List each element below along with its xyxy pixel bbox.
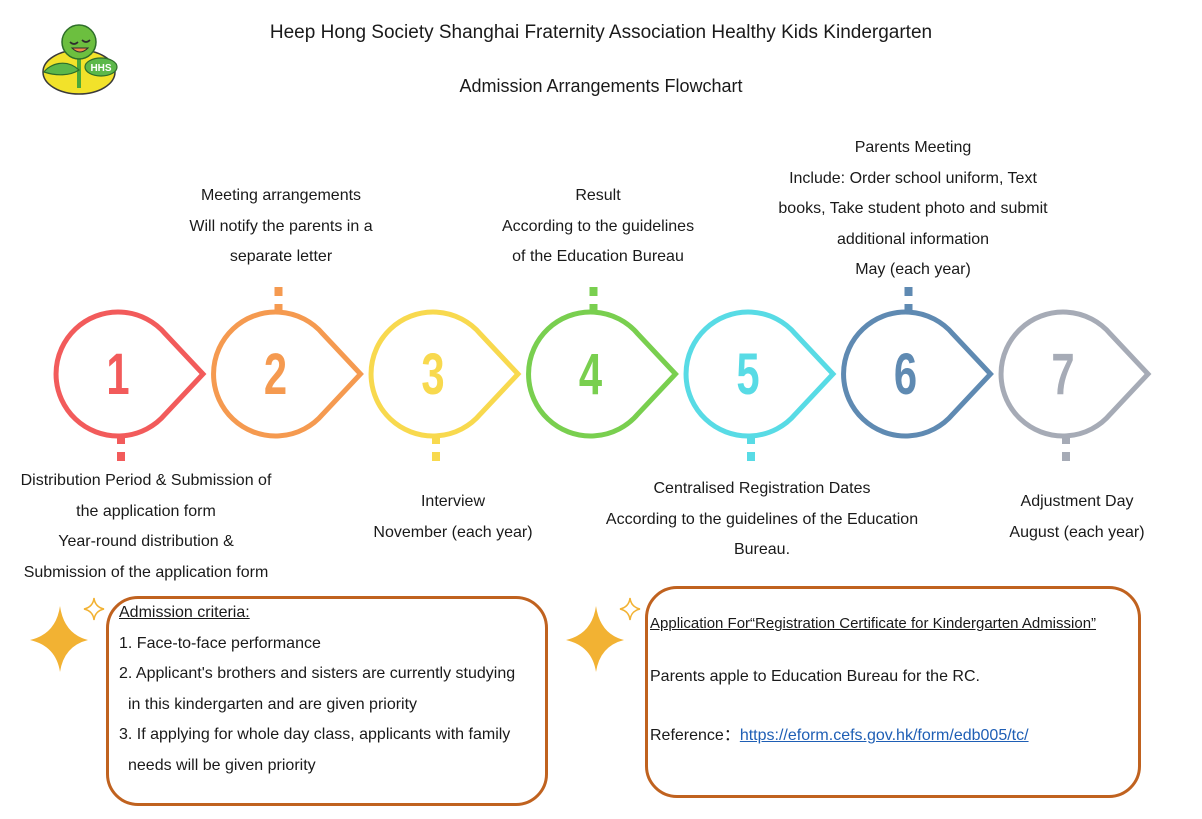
- step-description-line: books, Take student photo and submit: [778, 200, 1048, 217]
- step-description-line: Bureau.: [733, 541, 791, 558]
- step-1-marker: 1: [53, 309, 207, 461]
- step-connector-dash: [589, 287, 598, 296]
- step-teardrop: [841, 309, 994, 439]
- step-connector-dash: [117, 452, 125, 461]
- reference-label: Reference：: [650, 727, 740, 744]
- admission-criteria: Admission criteria: 1. Face-to-face perf…: [119, 598, 515, 781]
- step-number: 4: [579, 341, 602, 406]
- step-6-marker: 6: [841, 287, 994, 439]
- application-reference: Reference：https://eform.cefs.gov.hk/form…: [650, 721, 1029, 745]
- admission-criteria-box: [106, 596, 548, 806]
- hhs-logo: HHS: [42, 24, 118, 95]
- step-connector-dash: [1062, 437, 1070, 444]
- step-description-line: Interview: [420, 493, 486, 510]
- criteria-line: 3. If applying for whole day class, appl…: [119, 726, 511, 743]
- step-teardrop: [526, 309, 679, 439]
- step-3-marker: 3: [368, 309, 522, 461]
- application-box: [645, 586, 1141, 798]
- criteria-line: needs will be given priority: [128, 756, 316, 774]
- application-title: Application For“Registration Certificate…: [650, 615, 1097, 632]
- step-description-line: Year-round distribution &: [58, 533, 234, 550]
- step-teardrop: [53, 309, 207, 439]
- step-connector-dash: [274, 304, 283, 311]
- step-description-line: Include: Order school uniform, Text: [789, 169, 1037, 187]
- step-teardrop: [368, 309, 522, 439]
- step-number: 6: [894, 341, 917, 406]
- step-connector-dash: [117, 437, 125, 444]
- step-description-line: the application form: [76, 502, 216, 520]
- step-number: 5: [736, 341, 759, 406]
- step-number: 3: [421, 341, 444, 406]
- step-description-line: August (each year): [1009, 523, 1145, 541]
- step-description-line: of the Education Bureau: [512, 248, 684, 265]
- step-description-line: separate letter: [229, 248, 333, 265]
- step-connector-dash: [432, 452, 440, 461]
- logo-text: HHS: [90, 63, 111, 74]
- step-number: 7: [1051, 341, 1074, 406]
- step-description-line: November (each year): [373, 523, 533, 541]
- page-title: Heep Hong Society Shanghai Fraternity As…: [269, 22, 933, 43]
- step-description-line: May (each year): [855, 261, 971, 278]
- step-description-line: Distribution Period & Submission of: [20, 472, 272, 489]
- criteria-line: in this kindergarten and are given prior…: [128, 695, 418, 713]
- step-description-line: Meeting arrangements: [200, 187, 362, 204]
- step-description-line: According to the guidelines: [501, 217, 695, 235]
- step-2-marker: 2: [211, 287, 364, 439]
- step-description-line: Submission of the application form: [23, 563, 269, 581]
- step-connector-dash: [904, 287, 913, 296]
- step-5-marker: 5: [683, 309, 837, 461]
- step-number: 2: [264, 341, 287, 406]
- application-body: Parents apple to Education Bureau for th…: [650, 668, 980, 685]
- step-connector-dash: [432, 437, 440, 444]
- step-1-description: Distribution Period & Submission of the a…: [0, 466, 346, 588]
- step-connector-dash: [1062, 452, 1070, 461]
- step-7-marker: 7: [998, 309, 1152, 461]
- step-connector-dash: [904, 304, 913, 311]
- step-teardrop: [211, 309, 364, 439]
- step-description-line: Centralised Registration Dates: [653, 480, 871, 497]
- criteria-title: Admission criteria:: [119, 604, 250, 621]
- step-description-line: additional information: [836, 230, 990, 248]
- step-description-line: Parents Meeting: [854, 139, 972, 156]
- step-teardrop: [998, 309, 1152, 439]
- step-connector-dash: [747, 452, 755, 461]
- sparkle-icon: [30, 597, 105, 672]
- step-4-marker: 4: [526, 287, 679, 439]
- step-number: 1: [106, 341, 129, 406]
- step-connector-dash: [747, 437, 755, 444]
- step-connector-dash: [589, 304, 598, 311]
- sparkle-icon: [566, 597, 641, 672]
- step-description-line: Result: [575, 187, 621, 204]
- step-description-line: Will notify the parents in a: [189, 217, 373, 235]
- criteria-line: 1. Face-to-face performance: [119, 634, 321, 652]
- step-connector-dash: [274, 287, 283, 296]
- criteria-line: 2. Applicant's brothers and sisters are …: [119, 665, 516, 682]
- step-description-line: Adjustment Day: [1020, 493, 1134, 510]
- step-teardrop: [683, 309, 837, 439]
- page-subtitle: Admission Arrangements Flowchart: [459, 76, 743, 96]
- reference-link[interactable]: https://eform.cefs.gov.hk/form/edb005/tc…: [739, 727, 1029, 744]
- step-description-line: According to the guidelines of the Educa…: [605, 510, 919, 528]
